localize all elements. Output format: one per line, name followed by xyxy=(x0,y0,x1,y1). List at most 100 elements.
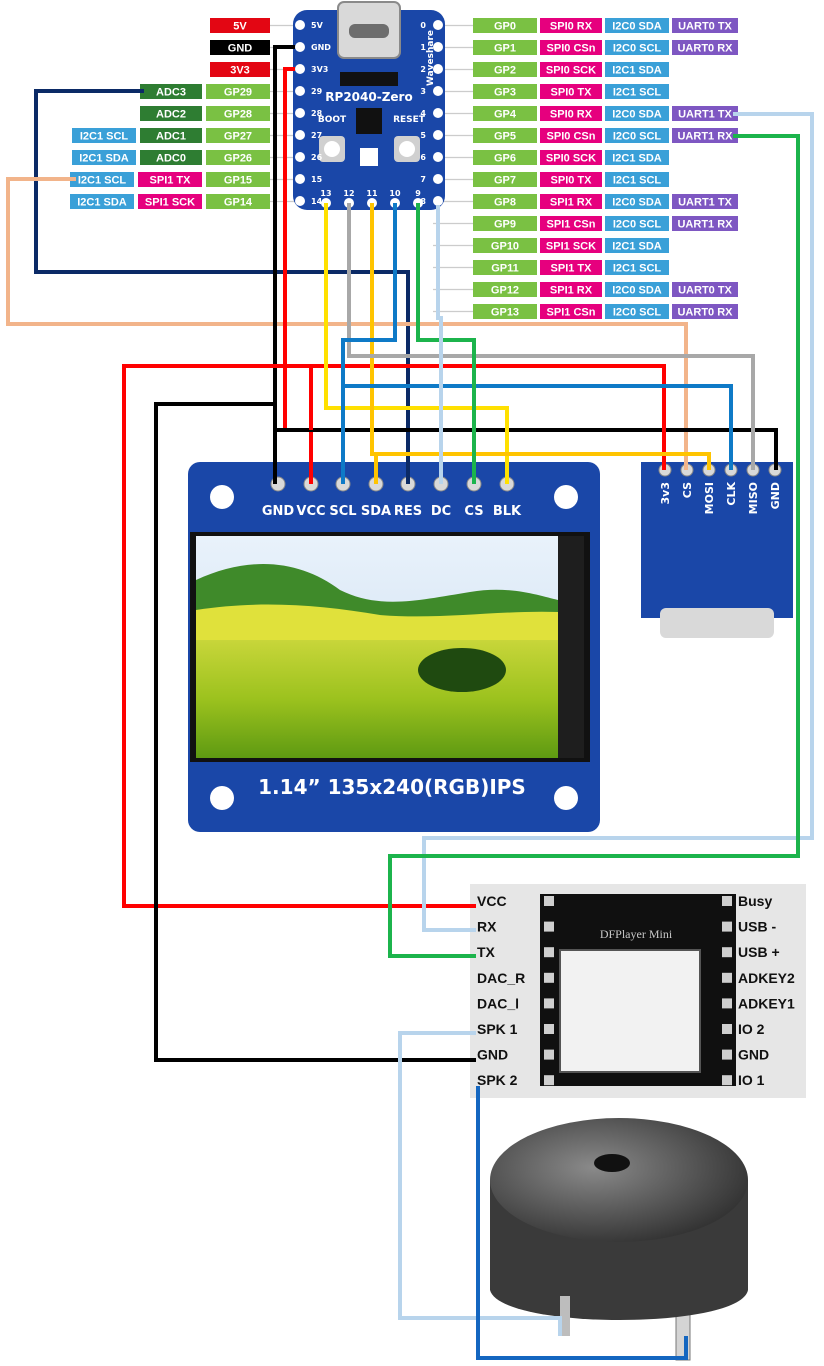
rp2040-chip xyxy=(356,108,382,134)
pin-label-text: I2C1 SCL xyxy=(78,175,127,187)
df-pin-pad xyxy=(544,1049,554,1060)
pin-label-i2c1-scl: I2C1 SCL xyxy=(605,172,669,187)
df-pin-pad xyxy=(722,921,732,932)
df-pin-usb: USB + xyxy=(738,944,780,960)
pin-label-i2c0-scl: I2C0 SCL xyxy=(605,304,669,319)
pin-number: 10 xyxy=(389,189,401,198)
lcd-pin-dc: DC xyxy=(431,504,451,519)
pin-label-text: GP26 xyxy=(224,153,252,165)
pin-label-text: SPI0 TX xyxy=(551,175,593,187)
pin-number: 12 xyxy=(343,189,354,198)
lcd-pin-vcc: VCC xyxy=(296,504,325,519)
wire-adc3-navy xyxy=(34,89,410,484)
pin-label-uart0-rx: UART0 RX xyxy=(672,304,738,319)
pin-label-i2c1-scl: I2C1 SCL xyxy=(605,260,669,275)
pin-label-text: GP7 xyxy=(494,175,516,187)
pin-label-uart0-rx: UART0 RX xyxy=(672,40,738,55)
pin-label-5v: 5V xyxy=(210,18,270,33)
pin-label-gp4: GP4 xyxy=(473,106,537,121)
pin-label-i2c1-sda: I2C1 SDA xyxy=(72,150,136,165)
pin-label-text: SPI0 CSn xyxy=(547,131,596,143)
df-pin-pad xyxy=(544,972,554,983)
df-pin-spk-2: SPK 2 xyxy=(477,1072,518,1088)
lcd-pin-res: RES xyxy=(394,504,422,519)
pin-label-text: SPI0 RX xyxy=(550,109,593,121)
pin-pad xyxy=(433,152,443,162)
pin-number: 0 xyxy=(420,21,426,30)
pin-pad xyxy=(433,64,443,74)
pin-label-adc0: ADC0 xyxy=(140,150,202,165)
pin-label-text: GP27 xyxy=(224,131,252,143)
reset-label: RESET xyxy=(393,115,426,125)
pin-number: 5V xyxy=(311,21,324,30)
mount-hole xyxy=(554,485,578,509)
pin-number: GND xyxy=(311,43,331,52)
mcu-name: RP2040-Zero xyxy=(325,90,412,104)
pin-label-gp6: GP6 xyxy=(473,150,537,165)
mount-hole xyxy=(210,485,234,509)
lcd-pin-cs: CS xyxy=(464,504,483,519)
pin-label-text: GP28 xyxy=(224,109,252,121)
pin-label-text: GP0 xyxy=(494,21,516,33)
df-pin-adkey2: ADKEY2 xyxy=(738,970,795,986)
wire-dc-lightblue xyxy=(436,205,443,484)
pin-label-i2c1-sda: I2C1 SDA xyxy=(605,238,669,253)
wire-red-sd xyxy=(311,364,666,470)
pin-label-i2c0-scl: I2C0 SCL xyxy=(605,128,669,143)
pin-label-text: ADC3 xyxy=(156,87,186,99)
df-pin-pad xyxy=(544,998,554,1009)
pin-label-text: I2C1 SDA xyxy=(612,153,662,165)
pin-label-gp11: GP11 xyxy=(473,260,537,275)
df-pin-io-2: IO 2 xyxy=(738,1021,765,1037)
pin-label-text: UART0 RX xyxy=(677,43,733,55)
wire-gp4-rx xyxy=(422,112,814,932)
df-pin-adkey1: ADKEY1 xyxy=(738,995,795,1011)
pin-label-text: SPI0 CSn xyxy=(547,43,596,55)
pin-label-text: I2C1 SDA xyxy=(612,241,662,253)
sd-pin-3v3: 3v3 xyxy=(659,482,672,504)
pin-label-text: I2C0 SDA xyxy=(612,285,662,297)
pin-label-gp26: GP26 xyxy=(206,150,270,165)
pin-pad xyxy=(295,20,305,30)
pin-label-text: I2C0 SCL xyxy=(613,307,662,319)
pin-label-text: GP6 xyxy=(494,153,516,165)
wire-gnd-black xyxy=(273,45,295,484)
df-pin-pad xyxy=(544,921,554,932)
pin-label-gp9: GP9 xyxy=(473,216,537,231)
pin-label-text: GP11 xyxy=(491,263,519,275)
pin-label-gp3: GP3 xyxy=(473,84,537,99)
pin-label-text: SPI1 CSn xyxy=(547,219,596,231)
pin-label-i2c1-scl: I2C1 SCL xyxy=(605,84,669,99)
pin-label-gp15: GP15 xyxy=(206,172,270,187)
pin-label-spi1-csn: SPI1 CSn xyxy=(540,216,602,231)
pin-label-text: SPI1 SCK xyxy=(145,197,195,209)
pin-number: 3 xyxy=(420,87,426,96)
sd-pin-gnd: GND xyxy=(769,482,782,509)
pin-label-uart1-tx: UART1 TX xyxy=(672,194,738,209)
pin-label-text: I2C0 SCL xyxy=(613,131,662,143)
wire-vcc-red xyxy=(122,364,476,908)
pin-label-text: GP2 xyxy=(494,65,516,77)
boot-label: BOOT xyxy=(318,115,347,125)
pin-label-text: I2C0 SDA xyxy=(612,109,662,121)
pin-label-i2c0-scl: I2C0 SCL xyxy=(605,40,669,55)
pin-label-text: I2C1 SCL xyxy=(613,175,662,187)
pin-label-text: SPI0 SCK xyxy=(546,65,596,77)
lcd-pin-scl: SCL xyxy=(329,504,356,519)
df-pin-pad xyxy=(722,947,732,958)
wire-spk1-lightblue xyxy=(398,1031,562,1336)
pin-label-text: GP8 xyxy=(494,197,516,209)
pin-label-text: I2C0 SDA xyxy=(612,21,662,33)
pin-label-text: GP1 xyxy=(494,43,516,55)
pin-pad xyxy=(295,130,305,140)
df-pin-pad xyxy=(544,896,554,906)
pin-label-spi0-tx: SPI0 TX xyxy=(540,84,602,99)
df-pin-pad xyxy=(722,896,732,906)
pin-number: 14 xyxy=(311,197,323,206)
wire-spk2-darkblue xyxy=(476,1086,688,1360)
wire-gold-sd xyxy=(376,452,711,470)
df-pin-pad xyxy=(544,947,554,958)
